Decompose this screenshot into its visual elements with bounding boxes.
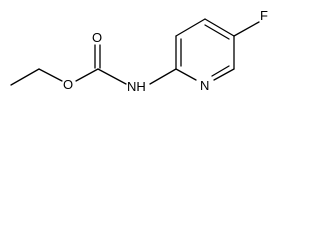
ring-bond-c6-n-inner <box>211 65 230 77</box>
bond-nitrogen-ring-carbon <box>149 68 177 85</box>
ring-bond-c3-c4 <box>175 18 206 37</box>
atom-oxygen-ether: O <box>63 77 73 92</box>
atom-oxygen-carbonyl: O <box>92 30 102 45</box>
bond-carbonyl-carbon-nitrogen <box>97 68 127 85</box>
atom-nitrogen-amine: NH <box>127 79 146 94</box>
ring-bond-c6-n <box>213 68 235 81</box>
ring-bond-c4-c5-inner <box>204 24 230 40</box>
atom-fluorine: F <box>260 8 268 23</box>
bond-oxygen-carbonyl-carbon <box>75 68 99 82</box>
atom-nitrogen-ring: N <box>200 78 209 93</box>
bond-carbon-fluorine <box>233 21 260 37</box>
ring-bond-n-c2 <box>175 68 197 81</box>
bond-methylene-oxygen <box>38 68 63 82</box>
bond-methyl-methylene <box>10 68 40 86</box>
ring-bond-c4-c5 <box>204 18 235 37</box>
molecule-diagram: O O NH N F <box>10 8 268 94</box>
